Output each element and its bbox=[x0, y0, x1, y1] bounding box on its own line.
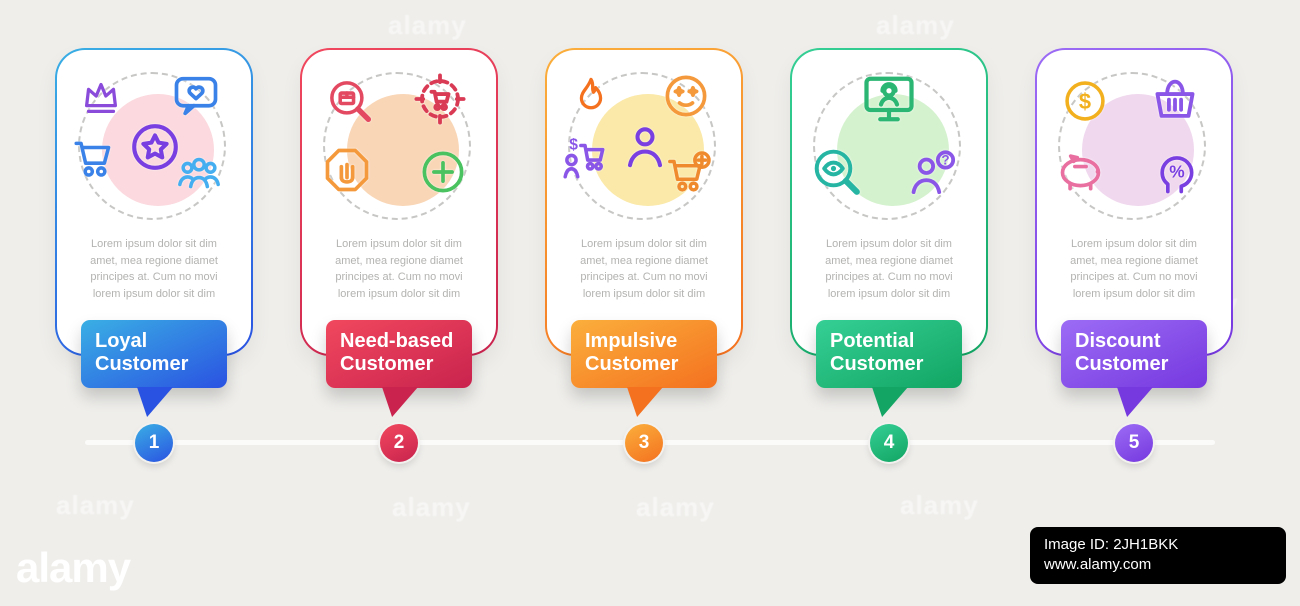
cart-target-icon bbox=[413, 72, 467, 126]
icon-cluster bbox=[1054, 72, 1214, 224]
support-monitor-icon bbox=[859, 70, 919, 130]
flame-icon bbox=[568, 74, 614, 120]
label-line2: Customer bbox=[585, 353, 679, 375]
card-body: Lorem ipsum dolor sit dim amet, mea regi… bbox=[1037, 50, 1231, 354]
label-bubble: Loyal Customer bbox=[81, 320, 227, 417]
customer-type-card: Lorem ipsum dolor sit dim amet, mea regi… bbox=[55, 48, 253, 468]
icon-cluster bbox=[74, 72, 234, 224]
customer-type-card: Lorem ipsum dolor sit dim amet, mea regi… bbox=[545, 48, 743, 468]
image-id-text: Image ID: 2JH1BKK bbox=[1044, 536, 1179, 553]
discount-head-icon bbox=[1152, 146, 1204, 198]
card-body: Lorem ipsum dolor sit dim amet, mea regi… bbox=[547, 50, 741, 354]
bubble-tail bbox=[1117, 387, 1153, 417]
label-line1: Discount bbox=[1075, 330, 1161, 352]
bubble-tail bbox=[872, 387, 908, 417]
search-product-icon bbox=[325, 76, 375, 126]
customer-type-card: Lorem ipsum dolor sit dim amet, mea regi… bbox=[1035, 48, 1233, 468]
thinking-person-icon bbox=[905, 146, 959, 200]
placeholder-text: Lorem ipsum dolor sit dim amet, mea regi… bbox=[580, 238, 708, 300]
label-line1: Loyal bbox=[95, 330, 148, 352]
step-number: 3 bbox=[625, 424, 663, 462]
alamy-url-text: www.alamy.com bbox=[1044, 556, 1152, 574]
label-line2: Customer bbox=[1075, 353, 1169, 375]
card-outline: Lorem ipsum dolor sit dim amet, mea regi… bbox=[790, 48, 988, 356]
card-outline: Lorem ipsum dolor sit dim amet, mea regi… bbox=[300, 48, 498, 356]
watermark-text: alamy bbox=[636, 492, 715, 522]
customer-type-card: Lorem ipsum dolor sit dim amet, mea regi… bbox=[790, 48, 988, 468]
stop-hand-icon bbox=[321, 144, 373, 196]
heart-message-icon bbox=[170, 70, 222, 122]
label-bubble: Impulsive Customer bbox=[571, 320, 717, 417]
label-line1: Need-based bbox=[340, 330, 454, 352]
dollar-coin-icon bbox=[1060, 76, 1110, 126]
step-number: 5 bbox=[1115, 424, 1153, 462]
watermark-text: alamy bbox=[56, 490, 135, 520]
image-id-badge: Image ID: 2JH1BKK www.alamy.com bbox=[1030, 527, 1286, 584]
step-number: 1 bbox=[135, 424, 173, 462]
watermark-text: alamy bbox=[388, 10, 467, 40]
cart-add-icon bbox=[664, 148, 714, 198]
customer-group-icon bbox=[174, 148, 224, 198]
shopping-cart-icon bbox=[70, 134, 120, 184]
watermark-text: alamy bbox=[876, 10, 955, 40]
icon-cluster bbox=[319, 72, 479, 224]
placeholder-text: Lorem ipsum dolor sit dim amet, mea regi… bbox=[335, 238, 463, 300]
crown-icon bbox=[78, 74, 124, 120]
label-bubble: Discount Customer bbox=[1061, 320, 1207, 417]
label-line2: Customer bbox=[830, 353, 924, 375]
label-line2: Customer bbox=[95, 353, 189, 375]
add-circle-icon bbox=[417, 146, 469, 198]
icon-cluster bbox=[564, 72, 724, 224]
placeholder-text: Lorem ipsum dolor sit dim amet, mea regi… bbox=[90, 238, 218, 300]
dashed-circle bbox=[1058, 72, 1206, 220]
card-outline: Lorem ipsum dolor sit dim amet, mea regi… bbox=[1035, 48, 1233, 356]
bubble-tail bbox=[627, 387, 663, 417]
card-body: Lorem ipsum dolor sit dim amet, mea regi… bbox=[792, 50, 986, 354]
placeholder-text: Lorem ipsum dolor sit dim amet, mea regi… bbox=[1070, 238, 1198, 300]
eye-search-icon bbox=[809, 144, 865, 200]
seller-cart-icon bbox=[560, 134, 610, 184]
dashed-circle bbox=[813, 72, 961, 220]
customer-type-card: Lorem ipsum dolor sit dim amet, mea regi… bbox=[300, 48, 498, 468]
placeholder-text: Lorem ipsum dolor sit dim amet, mea regi… bbox=[825, 238, 953, 300]
card-body: Lorem ipsum dolor sit dim amet, mea regi… bbox=[57, 50, 251, 354]
star-struck-face-icon bbox=[660, 70, 712, 122]
watermark-text: alamy bbox=[392, 492, 471, 522]
step-number: 2 bbox=[380, 424, 418, 462]
watermark-text: alamy bbox=[900, 490, 979, 520]
bubble-tail bbox=[382, 387, 418, 417]
step-number: 4 bbox=[870, 424, 908, 462]
icon-cluster bbox=[809, 72, 969, 224]
label-line1: Impulsive bbox=[585, 330, 678, 352]
dashed-circle bbox=[323, 72, 471, 220]
card-outline: Lorem ipsum dolor sit dim amet, mea regi… bbox=[55, 48, 253, 356]
shopping-basket-icon bbox=[1148, 72, 1202, 126]
label-line1: Potential bbox=[830, 330, 915, 352]
card-body: Lorem ipsum dolor sit dim amet, mea regi… bbox=[302, 50, 496, 354]
dashed-circle bbox=[78, 72, 226, 220]
bubble-tail bbox=[137, 387, 173, 417]
card-outline: Lorem ipsum dolor sit dim amet, mea regi… bbox=[545, 48, 743, 356]
label-line2: Customer bbox=[340, 353, 434, 375]
label-bubble: Potential Customer bbox=[816, 320, 962, 417]
label-bubble: Need-based Customer bbox=[326, 320, 472, 417]
piggy-bank-icon bbox=[1056, 144, 1108, 196]
alamy-logo: alamy bbox=[16, 544, 131, 591]
